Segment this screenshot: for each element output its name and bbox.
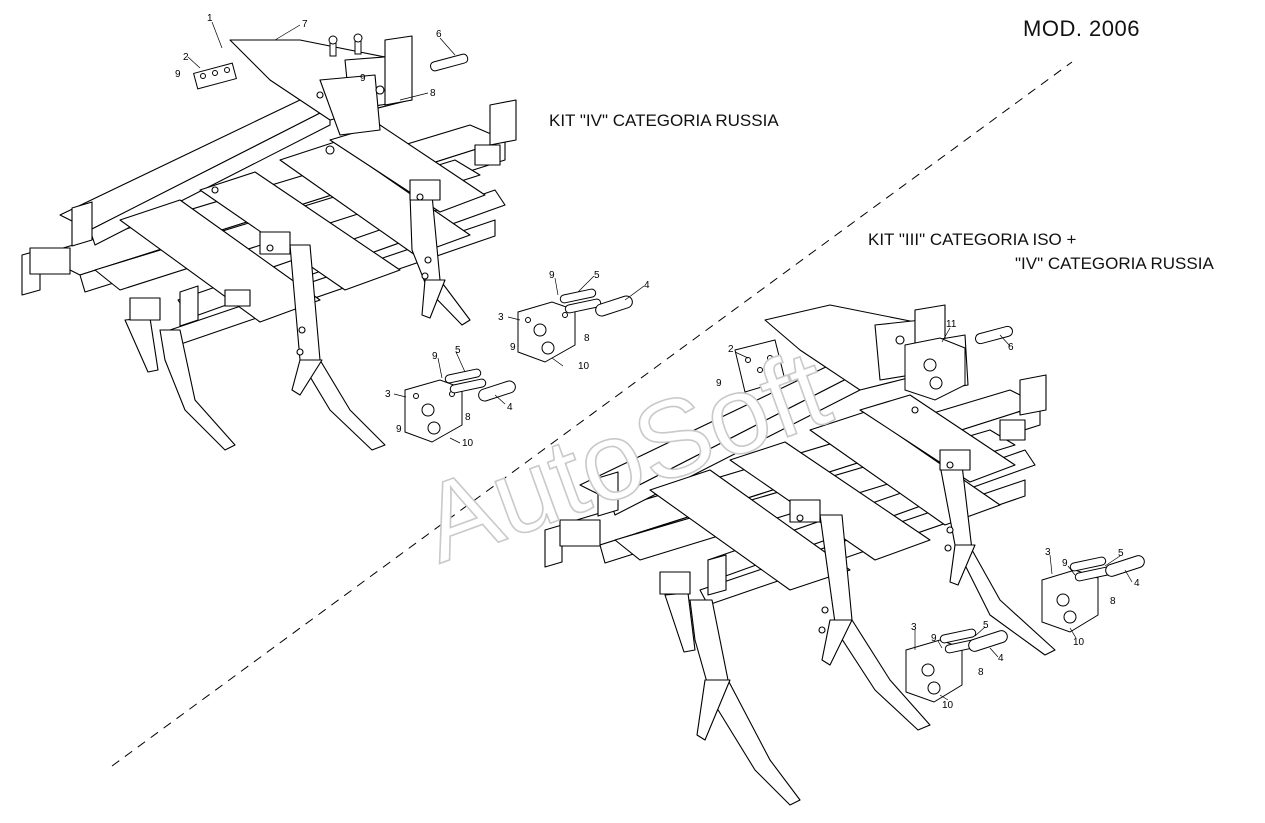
callouts-mid-upper: 9 5 4 3 8 9 10 [498,270,650,372]
mid-upper-plate-assembly [517,288,633,363]
callout-label: 8 [1110,596,1116,607]
callout-label: 5 [983,620,989,631]
kit-iii-label-line1: KIT "III" CATEGORIA ISO + [868,230,1077,249]
callout-label: 5 [455,345,461,356]
callout-label: 3 [385,389,391,400]
callout-label: 9 [549,270,555,281]
callout-label: 6 [436,29,442,40]
callout-label: 1 [207,13,213,24]
kit-iv-label: KIT "IV" CATEGORIA RUSSIA [549,111,779,130]
callout-label: 8 [584,333,590,344]
callout-label: 9 [432,351,438,362]
callout-label: 4 [1134,578,1140,589]
callout-label: 9 [716,378,722,389]
callout-label: 8 [465,412,471,423]
callout-label: 9 [175,69,181,80]
callout-label: 5 [1118,548,1124,559]
divider-dashed-line [111,61,1073,767]
callout-label: 10 [942,700,954,711]
right-plate-assembly-b [905,628,1008,703]
callout-label: 11 [946,319,957,330]
callout-label: 3 [498,312,504,323]
callout-label: 10 [1073,637,1085,648]
callout-label: 8 [430,88,436,99]
model-label: MOD. 2006 [1023,16,1140,41]
callout-label: 4 [644,280,650,291]
mid-lower-plate-assembly [404,368,516,443]
callouts-right-lower-b: 3 9 5 4 8 10 [911,620,1004,711]
callout-label: 9 [360,73,366,84]
callout-label: 4 [507,402,513,413]
callout-label: 10 [578,361,590,372]
callout-label: 6 [1008,342,1014,353]
kit-iii-label-line2: "IV" CATEGORIA RUSSIA [1015,254,1214,273]
callout-label: 3 [1045,547,1051,558]
callout-label: 8 [978,667,984,678]
right-top-parts [734,325,1014,401]
callout-label: 4 [998,653,1004,664]
callout-label: 7 [302,19,308,30]
right-frame-assembly [544,304,1056,806]
callout-label: 10 [462,438,474,449]
callout-label: 9 [1062,558,1068,569]
left-frame-assembly [21,35,517,451]
callout-label: 2 [728,344,734,355]
callouts-right-top: 11 2 9 6 [716,319,1014,389]
callouts-top: 1 2 7 9 6 9 8 [175,13,456,101]
right-plate-assembly-a [1041,555,1145,633]
callout-label: 3 [911,622,917,633]
callouts-mid-lower: 9 5 3 8 9 4 10 [385,345,513,449]
callout-label: 2 [183,52,189,63]
left-top-parts [192,33,469,90]
callout-label: 9 [931,633,937,644]
callout-label: 9 [510,342,516,353]
callouts-right-lower-a: 3 9 5 4 8 10 [1045,547,1140,648]
callout-label: 5 [594,270,600,281]
callout-label: 9 [396,424,402,435]
